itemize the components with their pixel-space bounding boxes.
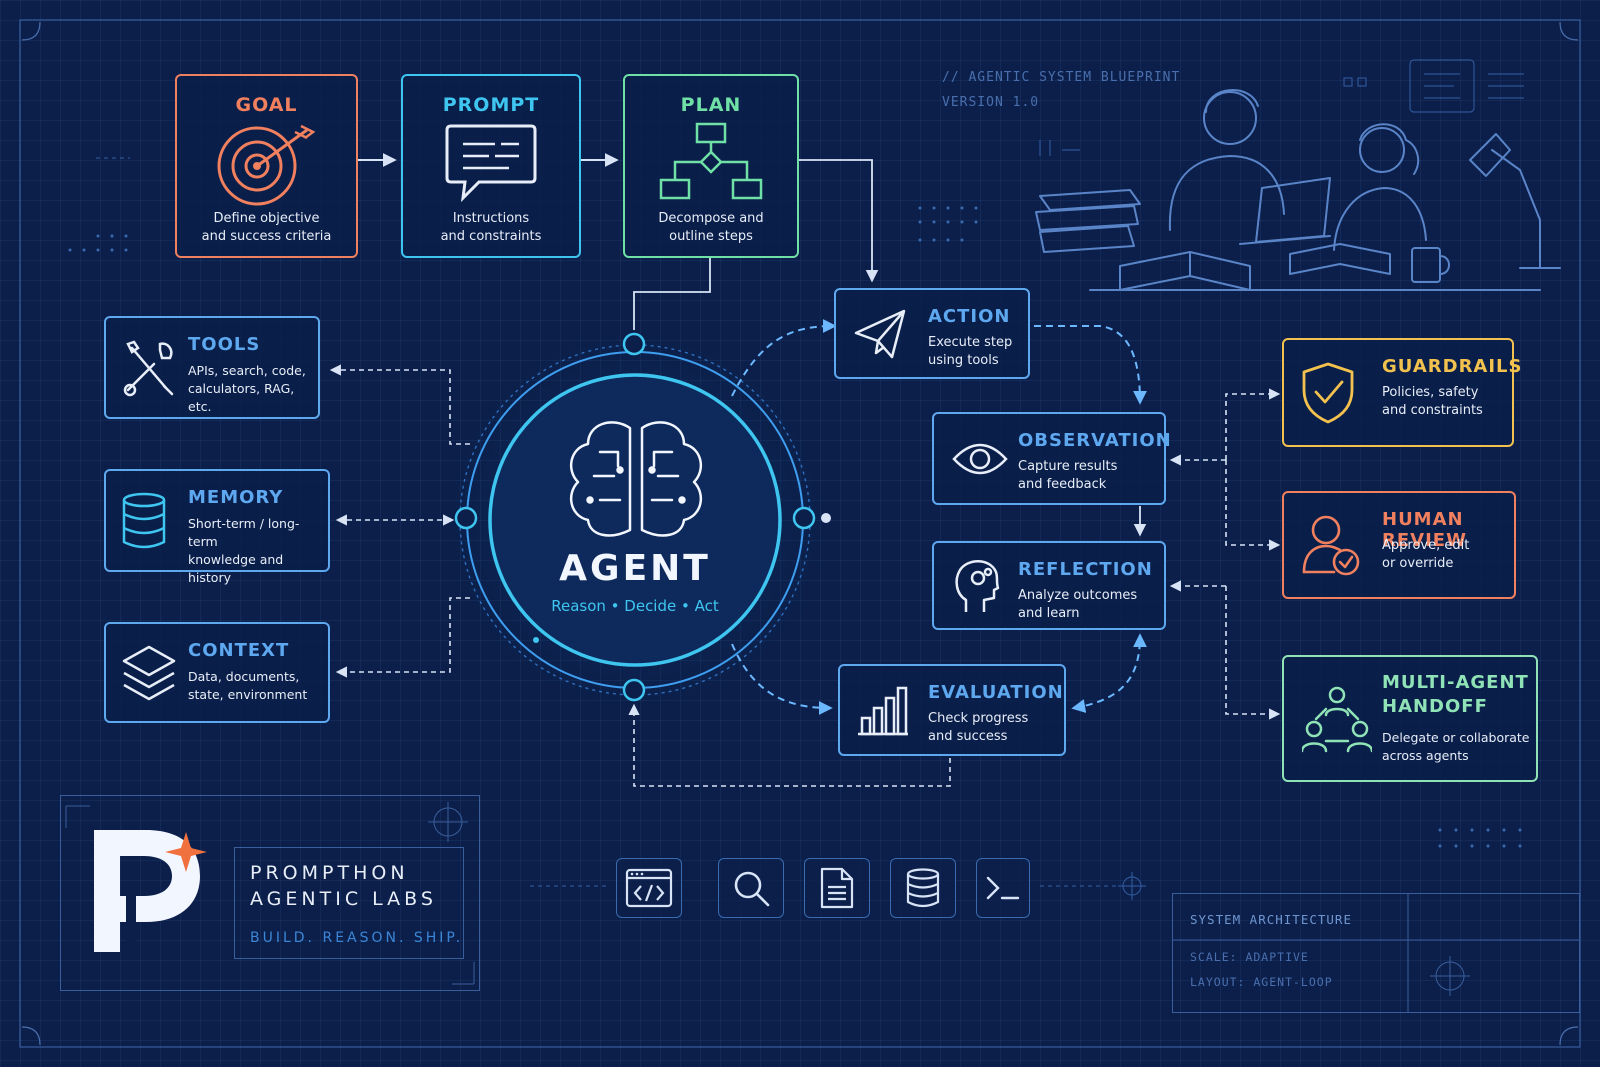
illustration-people-studying (1035, 89, 1561, 291)
search-icon (734, 871, 770, 907)
decor-marks (96, 59, 1524, 900)
reflection-title: REFLECTION (1018, 559, 1153, 580)
arrow-to-multi-agent (1225, 586, 1281, 720)
arrow-to-human-review (1225, 460, 1281, 551)
user-check-icon (1302, 515, 1360, 576)
title-block (1172, 893, 1580, 1013)
action-title: ACTION (928, 306, 1011, 327)
arrow-evaluation-reflection (1071, 633, 1147, 713)
bar-chart-icon (858, 686, 908, 736)
flowchart-icon (659, 122, 763, 200)
plan-title: PLAN (680, 94, 742, 116)
context-description: Data, documents,state, environment (188, 669, 308, 702)
paper-plane-icon (854, 309, 906, 358)
arrow-plan-action (798, 159, 879, 283)
evaluation-title: EVALUATION (928, 682, 1064, 703)
title-block-layout: LAYOUT: AGENT-LOOP (1190, 975, 1333, 989)
database-icon (122, 492, 166, 548)
goal-title: GOAL (235, 94, 298, 116)
context-box[interactable]: CONTEXT Data, documents,state, environme… (104, 622, 330, 723)
arrow-evaluation-agent (628, 703, 951, 787)
layers-icon (122, 645, 176, 700)
code-icon (625, 868, 673, 908)
brand-name-line1: PROMPTHON (250, 862, 409, 884)
arrow-agent-tools (329, 364, 470, 445)
guardrails-title: GUARDRAILS (1382, 356, 1523, 377)
brand-panel (60, 795, 480, 991)
P-star-logo (94, 830, 207, 952)
context-title: CONTEXT (188, 640, 290, 661)
agent-ports (454, 332, 816, 702)
logo-panel-decor (65, 802, 1580, 1013)
tools-description: APIs, search, code,calculators, RAG, etc… (188, 363, 306, 414)
arrow-action-observation (1034, 325, 1147, 405)
arrow-agent-action (731, 319, 837, 397)
agent-subtitle: Reason • Decide • Act (551, 597, 719, 615)
terminal-icon (986, 876, 1020, 900)
observation-title: OBSERVATION (1018, 430, 1172, 451)
wrench-icon (123, 340, 174, 396)
arrow-agent-context (335, 597, 470, 678)
database-button[interactable] (890, 858, 956, 918)
database-icon (906, 868, 940, 908)
brain-icon (569, 421, 703, 537)
code-button[interactable] (616, 858, 682, 918)
agent-title: AGENT (559, 548, 711, 589)
eye-icon (952, 443, 1008, 474)
decor-dots (68, 206, 1522, 848)
terminal-button[interactable] (976, 858, 1030, 918)
document-button[interactable] (804, 858, 870, 918)
shield-check-icon (1302, 362, 1354, 423)
team-icon (1302, 686, 1372, 752)
arrow-plan-agent (633, 258, 711, 330)
target-icon (217, 124, 315, 206)
tools-box[interactable]: TOOLS APIs, search, code,calculators, RA… (104, 316, 320, 419)
memory-title: MEMORY (188, 487, 284, 508)
arrow-agent-evaluation (731, 643, 833, 715)
brand-name-line2: AGENTIC LABS (250, 888, 437, 910)
agent-inner-ring (488, 373, 782, 667)
brand-text-box (234, 847, 464, 959)
arrow-to-guardrails (1225, 388, 1281, 460)
blueprint-version: VERSION 1.0 (942, 95, 1040, 110)
outer-frame (19, 19, 1581, 1048)
document-icon (820, 867, 854, 909)
tools-title: TOOLS (188, 334, 261, 355)
brand-tagline: BUILD. REASON. SHIP. (250, 930, 464, 946)
prompt-title: PROMPT (442, 94, 540, 116)
search-button[interactable] (718, 858, 784, 918)
blueprint-title: // AGENTIC SYSTEM BLUEPRINT (942, 70, 1181, 85)
chat-icon (445, 124, 537, 202)
human-review-title: HUMAN REVIEW (1382, 509, 1467, 551)
head-gears-icon (955, 559, 1000, 612)
title-block-heading: SYSTEM ARCHITECTURE (1190, 912, 1352, 927)
title-block-scale: SCALE: ADAPTIVE (1190, 950, 1309, 964)
frame-corners (21, 21, 1579, 1046)
